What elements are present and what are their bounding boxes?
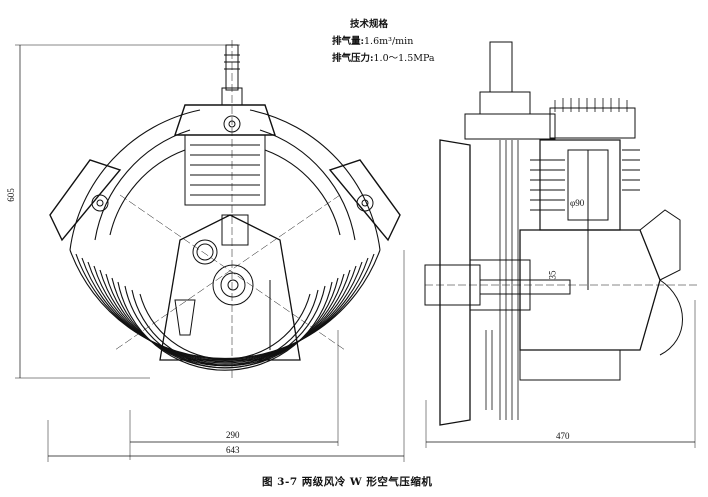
pressure-value: 1.0～1.5MPa [373,53,435,64]
figure-caption: 图 3-7 两级风冷 W 形空气压缩机 [262,476,433,488]
flow-label: 排气量: [332,36,365,47]
technical-specs: 技术规格 排气量:1.6m³/min 排气压力:1.0～1.5MPa [332,16,435,67]
side-view [424,41,700,448]
dim-side-length: 470 [556,431,570,441]
spec-title: 技术规格 [350,19,389,30]
dim-overall-width: 643 [226,445,240,455]
dim-inner-width: 290 [226,430,240,440]
front-view [15,40,405,462]
pressure-label: 排气压力: [332,53,374,64]
dim-offset: 35 [547,270,558,280]
dim-height: 605 [5,188,16,202]
flow-value: 1.6m³/min [364,36,414,47]
dim-bore: φ90 [570,198,585,208]
